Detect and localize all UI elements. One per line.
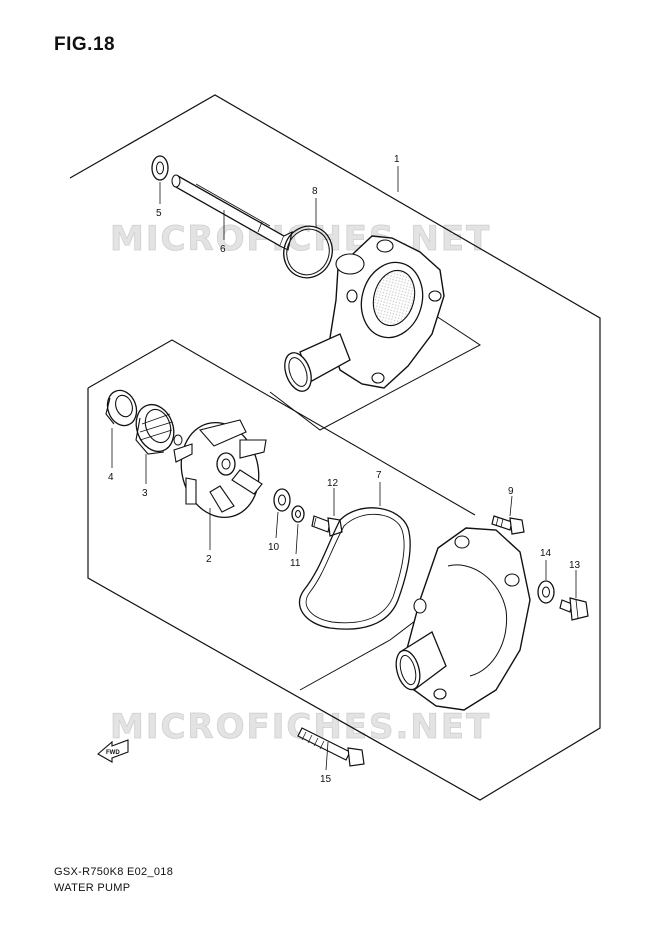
callout-6: 6 xyxy=(220,244,226,255)
callout-10: 10 xyxy=(268,542,280,553)
callout-9: 9 xyxy=(508,486,514,497)
part-gasket-7 xyxy=(298,507,411,630)
model-code: GSX-R750K8 E02_018 xyxy=(54,866,174,878)
callout-11: 11 xyxy=(290,558,301,569)
fwd-label: FWD xyxy=(106,750,120,756)
part-bolt-9 xyxy=(491,515,525,535)
figure-title: FIG.18 xyxy=(54,34,116,55)
callout-7: 7 xyxy=(376,470,382,481)
assembly-outline xyxy=(69,94,601,801)
watermark-top: MICROFICHES.NET xyxy=(110,219,491,259)
part-impeller-2 xyxy=(173,419,267,519)
fwd-arrow-icon: FWD xyxy=(97,739,129,763)
part-washer-10 xyxy=(273,488,291,512)
part-bolt-13 xyxy=(559,597,589,621)
part-bolt-15 xyxy=(297,727,365,767)
watermark-bottom: MICROFICHES.NET xyxy=(110,707,491,747)
callout-4: 4 xyxy=(108,472,114,483)
callout-1: 1 xyxy=(394,154,400,165)
group-name: WATER PUMP xyxy=(54,882,131,894)
callout-8: 8 xyxy=(312,186,318,197)
part-pump-cover xyxy=(395,527,531,711)
callout-15: 15 xyxy=(320,774,332,785)
part-pump-case-1 xyxy=(284,235,445,392)
housing-guide xyxy=(269,311,481,431)
callout-2: 2 xyxy=(206,554,212,565)
part-mechanical-seal-3 xyxy=(135,403,183,455)
part-o-ring-8 xyxy=(283,225,333,279)
callout-3: 3 xyxy=(142,488,148,499)
callout-14: 14 xyxy=(540,548,552,559)
leader-lines xyxy=(111,166,577,771)
part-washer-11 xyxy=(291,505,305,523)
part-washer-14 xyxy=(537,580,555,604)
callout-13: 13 xyxy=(569,560,581,571)
part-oil-seal-4 xyxy=(105,389,138,427)
callout-5: 5 xyxy=(156,208,162,219)
subassembly-outline xyxy=(87,339,476,516)
part-washer-5 xyxy=(151,155,169,181)
callout-12: 12 xyxy=(327,478,339,489)
